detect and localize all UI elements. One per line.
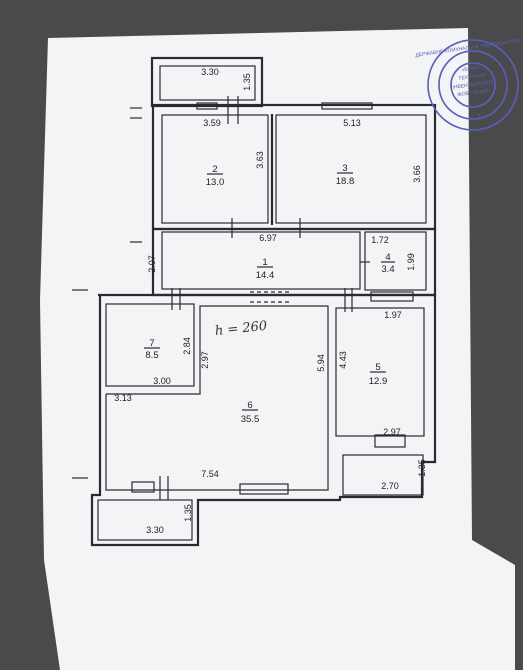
room-labels: 2 13.0 3 18.8 1 14.4 4 3.4 7 8.5 6 35.5 … <box>144 163 395 425</box>
svg-text:ЖОВТІ ВОДИ»: ЖОВТІ ВОДИ» <box>457 88 492 99</box>
room-2-number: 2 <box>212 164 217 175</box>
dim-room6-width: 7.54 <box>201 469 219 479</box>
dim-room6-notch: 2.97 <box>200 351 210 369</box>
room-1-area: 14.4 <box>256 270 275 281</box>
room-6-number: 6 <box>247 400 252 411</box>
dim-room7-width: 3.00 <box>153 376 171 386</box>
room-5-area: 12.9 <box>369 376 388 387</box>
dim-room2-width: 3.59 <box>203 118 221 128</box>
dimension-labels: 3.30 1.35 3.59 3.63 5.13 3.66 6.97 2.07 … <box>114 67 427 535</box>
room-7-number: 7 <box>149 338 154 349</box>
dim-room6-depth: 5.94 <box>316 354 326 372</box>
ceiling-height-note: h = 260 <box>214 319 268 339</box>
room-3-area: 18.8 <box>336 176 355 187</box>
dim-room4-depth: 1.99 <box>406 253 416 271</box>
dim-top-balcony-width: 3.30 <box>201 67 219 77</box>
paper-sheet <box>40 28 515 670</box>
dim-br-balcony-width: 2.70 <box>381 481 399 491</box>
room-7-area: 8.5 <box>145 350 158 361</box>
walls <box>72 56 437 547</box>
dim-room4-width: 1.72 <box>371 235 389 245</box>
dim-bl-balcony-depth: 1.35 <box>183 504 193 522</box>
room-5-number: 5 <box>375 362 380 373</box>
dim-br-balcony-depth: 1.35 <box>417 459 427 477</box>
room-4-area: 3.4 <box>381 264 394 275</box>
room-2-area: 13.0 <box>206 177 225 188</box>
dim-room2-depth: 3.63 <box>255 151 265 169</box>
room-4-number: 4 <box>385 252 390 263</box>
openings <box>131 96 414 500</box>
svg-text:ТЕХНІЧНОЇ: ТЕХНІЧНОЇ <box>458 71 486 82</box>
dim-room3-depth: 3.66 <box>412 165 422 183</box>
dim-room3-width: 5.13 <box>343 118 361 128</box>
dim-room5-lower-width: 2.97 <box>383 427 401 437</box>
dim-room5-depth: 4.43 <box>338 351 348 369</box>
dim-room7-depth: 2.84 <box>182 337 192 355</box>
svg-text:«БЮРО: «БЮРО <box>461 65 480 73</box>
dim-top-balcony-depth: 1.35 <box>242 73 252 91</box>
room-6-area: 35.5 <box>241 414 260 425</box>
dim-bl-balcony-width: 3.30 <box>146 525 164 535</box>
dim-room5-width: 1.97 <box>384 310 402 320</box>
dim-hall-width: 6.97 <box>259 233 277 243</box>
room-3-number: 3 <box>342 163 347 174</box>
dim-room6-width-top: 3.13 <box>114 393 132 403</box>
dim-hall-depth: 2.07 <box>147 255 157 273</box>
svg-text:5: 5 <box>478 113 482 119</box>
room-1-number: 1 <box>262 257 267 268</box>
